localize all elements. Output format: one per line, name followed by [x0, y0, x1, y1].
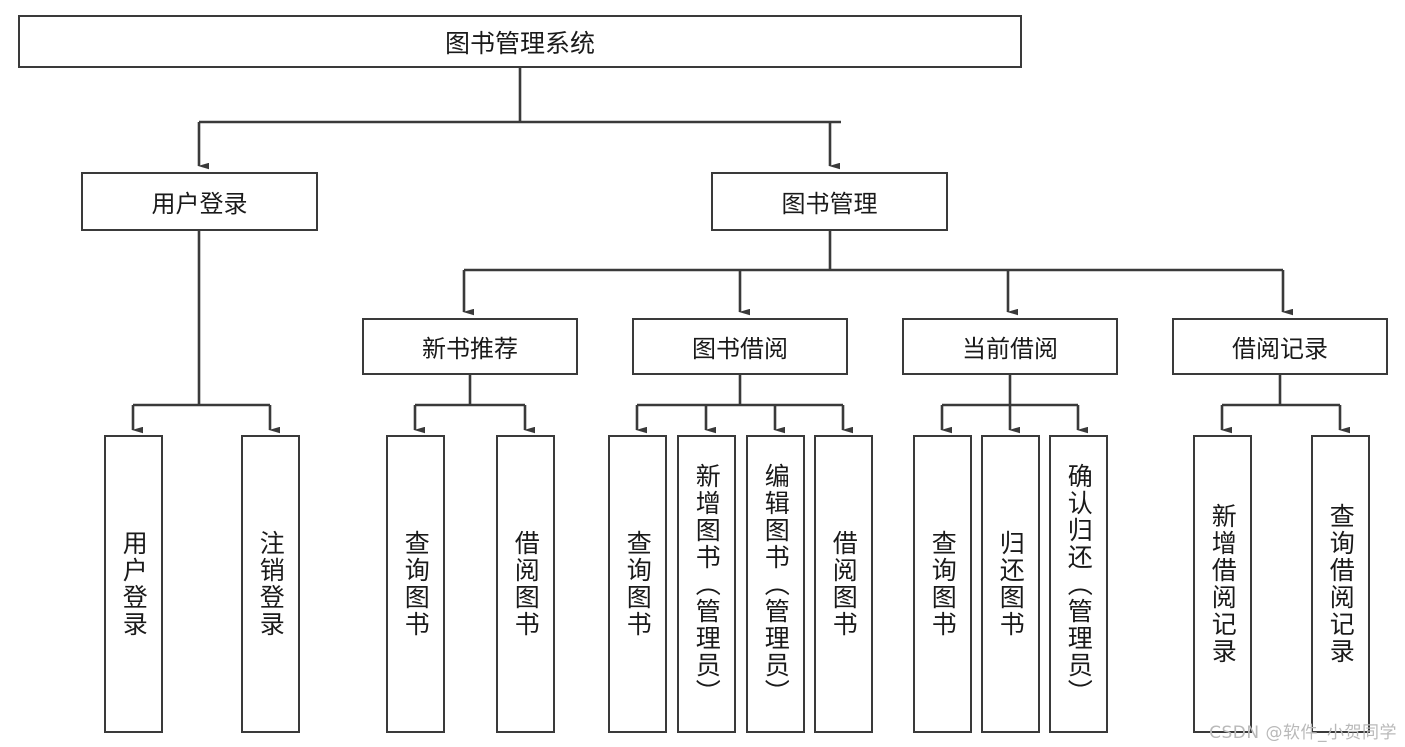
- leaf-return-book[interactable]: 归还图书: [981, 435, 1040, 733]
- leaf-label: 注销登录: [256, 530, 286, 638]
- leaf-query-borrow-record[interactable]: 查询借阅记录: [1311, 435, 1370, 733]
- leaf-label: 归还图书: [996, 530, 1026, 638]
- node-label: 新书推荐: [422, 335, 518, 363]
- node-root[interactable]: 图书管理系统: [18, 15, 1022, 68]
- leaf-logout[interactable]: 注销登录: [241, 435, 300, 733]
- leaf-add-borrow-record[interactable]: 新增借阅记录: [1193, 435, 1252, 733]
- leaf-label: 查询图书: [401, 530, 431, 638]
- leaf-edit-book-admin[interactable]: 编辑图书（管理员）: [746, 435, 805, 733]
- node-root-label: 图书管理系统: [444, 28, 595, 58]
- leaf-borrow-book[interactable]: 借阅图书: [814, 435, 873, 733]
- leaf-label: 新增借阅记录: [1208, 503, 1238, 665]
- leaf-label: 借阅图书: [829, 530, 859, 638]
- node-label: 用户登录: [151, 190, 248, 218]
- leaf-query-book-current[interactable]: 查询图书: [913, 435, 972, 733]
- leaf-label: 编辑图书（管理员）: [761, 462, 791, 706]
- node-user-login[interactable]: 用户登录: [81, 172, 318, 231]
- node-label: 借阅记录: [1232, 335, 1328, 363]
- node-current-borrow[interactable]: 当前借阅: [902, 318, 1118, 375]
- leaf-label: 查询借阅记录: [1326, 503, 1356, 665]
- node-book-borrow[interactable]: 图书借阅: [632, 318, 848, 375]
- node-label: 图书管理: [781, 190, 878, 218]
- leaf-label: 查询图书: [928, 530, 958, 638]
- node-label: 图书借阅: [692, 335, 788, 363]
- node-new-book-recommend[interactable]: 新书推荐: [362, 318, 578, 375]
- leaf-confirm-return-admin[interactable]: 确认归还（管理员）: [1049, 435, 1108, 733]
- leaf-label: 查询图书: [623, 530, 653, 638]
- node-book-management[interactable]: 图书管理: [711, 172, 948, 231]
- leaf-add-book-admin[interactable]: 新增图书（管理员）: [677, 435, 736, 733]
- node-borrow-record[interactable]: 借阅记录: [1172, 318, 1388, 375]
- leaf-query-book-recommend[interactable]: 查询图书: [386, 435, 445, 733]
- leaf-label: 确认归还（管理员）: [1064, 462, 1094, 706]
- leaf-borrow-book-recommend[interactable]: 借阅图书: [496, 435, 555, 733]
- node-label: 当前借阅: [962, 335, 1058, 363]
- watermark: CSDN @软件_小贺同学: [1209, 723, 1397, 743]
- leaf-user-login[interactable]: 用户登录: [104, 435, 163, 733]
- leaf-query-book-borrow[interactable]: 查询图书: [608, 435, 667, 733]
- leaf-label: 新增图书（管理员）: [692, 462, 722, 706]
- leaf-label: 用户登录: [119, 530, 149, 638]
- leaf-label: 借阅图书: [511, 530, 541, 638]
